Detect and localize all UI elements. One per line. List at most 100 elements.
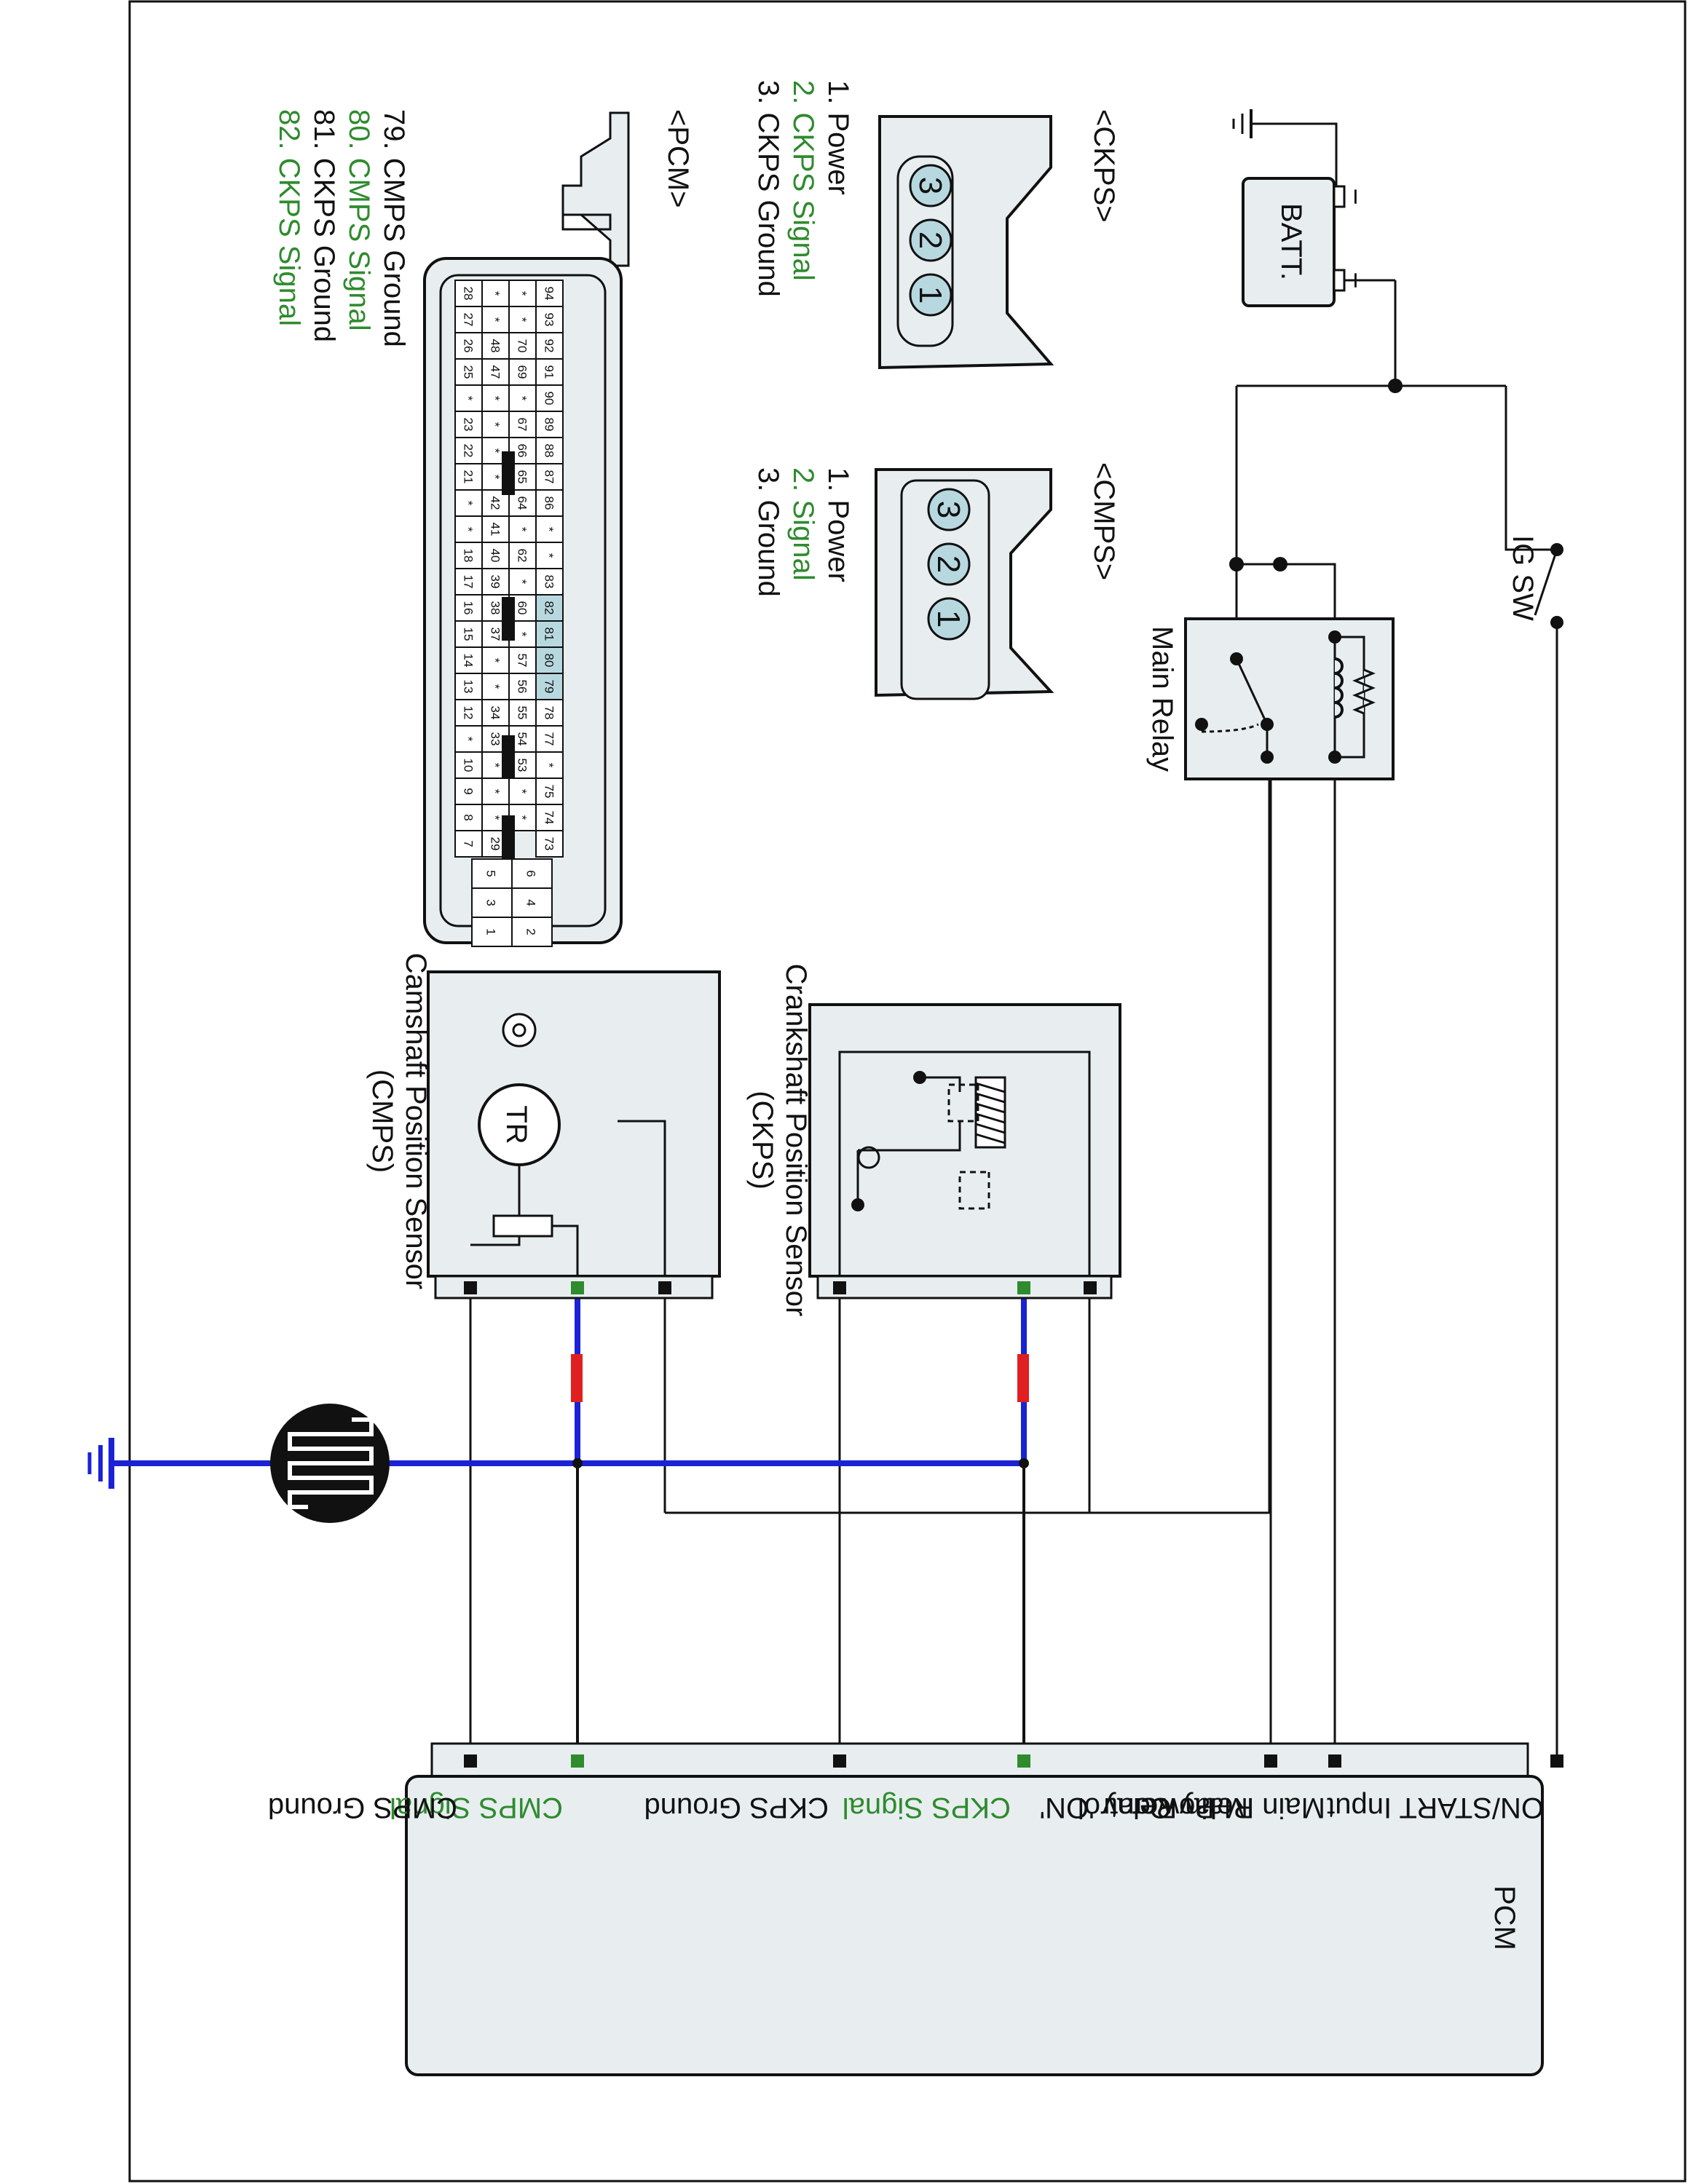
battery-plus-sign: + [1339,272,1371,288]
wires [469,122,1558,1762]
pcm-key-bar [502,735,515,779]
fuse-cmps-signal [571,1354,583,1402]
pcm-pin-cell-label: * [489,789,502,794]
cmps-internal-signal [552,1224,579,1276]
ckps-internal-loop [838,1051,1091,1276]
pcm-pin-cell [535,830,564,858]
pcm-body [405,1775,1544,2076]
pcm-pin-cell-label: 26 [462,339,476,353]
ig-switch[interactable]: IG SW [1507,535,1563,629]
pcm-input-ckps-ground: CKPS Ground [644,1792,829,1824]
ckps-connector-title: <CKPS> [1088,109,1120,223]
cmps-pin-1: 1. Power [822,467,854,582]
pcm-connector-face: <PCM> 949392919089888786**83828180797877… [423,109,694,947]
cmps-cavity-2: 2 [931,555,966,573]
pcm-pin-cell-label: 21 [462,470,476,484]
pcm-pin-cell-label: * [489,291,502,296]
cmps-cavity-tray [900,479,990,700]
pcm-pin-cell-label: 69 [516,365,529,379]
pcm-pins [464,1754,1563,1768]
rotated-drawing: − + BATT. IG SW [87,80,1563,2076]
ckps-node-a [913,1071,926,1084]
ckps-cavity-1: 1 [912,286,948,304]
pcm-input-relay-on-power-line2: Power [1132,1792,1215,1824]
pcm-pin-cell-label: 18 [462,549,476,563]
pcm-pin-cell-label: 42 [489,496,502,510]
pcm-pin-cell-label: * [489,763,502,768]
pcm-pin-cell-label: 7 [462,840,476,847]
pcm-pin-cell-label: * [489,422,502,427]
ig-switch-label: IG SW [1507,535,1539,621]
pcm-pin-cell-label: 54 [516,732,529,746]
pcm-pin-cell-label: * [462,527,476,532]
pcm-pin-cell-label: * [489,396,502,401]
pcm-title: PCM [1488,1886,1521,1950]
cmps-transistor-label: TR [500,1105,532,1144]
pcm-pin-82: 82. CKPS Signal [273,109,305,326]
pcm-pin-cell-label: 10 [462,759,476,772]
pcm-pin-cell-label: * [489,658,502,663]
pcm-input-on-start: ON/START Input [1327,1792,1544,1824]
cmps-connector-face: <CMPS> 3 2 1 1. Power 2. Signal 3. Groun… [752,462,1120,700]
pcm-pin-grid: 949392919089888786**83828180797877*75747… [454,280,564,947]
pcm-pin-cell-label: 89 [543,418,556,432]
pcm-pin-cell-label: 80 [543,654,556,668]
ckps-dashed-box-b [958,1171,990,1210]
pcm-pin-cell-label: 47 [489,365,502,379]
pcm-pin-cell-label: 91 [543,365,556,379]
relay-switch-blade [1235,658,1269,725]
cmps-pin-signal [571,1281,584,1294]
wire-batt-ground [1251,122,1338,197]
pcm-pin-cell-label: 57 [516,654,529,668]
pcm-pin-cell-label: * [516,815,529,820]
pcm-pin-cell-label: * [516,579,529,585]
cmps-cavity-3: 3 [931,501,966,518]
pcm-pin-cell-label: * [489,448,502,454]
pcm-module: PCM ON/START Input Main Relay Control Ma… [268,1742,1563,2076]
cmps-connector-title: <CMPS> [1088,462,1120,580]
pcm-connector-latch [561,111,630,267]
pcm-pin-cell-label: 60 [516,601,529,615]
pcm-pin-cell-label: 14 [462,654,476,668]
battery-ground-icon [1232,109,1253,138]
pcm-pin-cell-label: 34 [489,706,502,720]
pcm-power-cell-label: 4 [524,899,538,906]
cmps-sensor: TR Camshaft Position Sensor (CMPS) [366,953,721,1299]
ckps-magnet-icon [857,1146,880,1169]
pcm-pin-81: 81. CKPS Ground [308,109,340,342]
shield-emblem-icon [270,1404,390,1523]
pcm-pin-cell-label: * [543,553,556,558]
pcm-pin-cell-label: 81 [543,628,556,641]
pcm-input-cmps-ground: CMPS Ground [268,1792,457,1824]
ckps-coil-windings [975,1082,1006,1144]
pcm-pin-79: 79. CMPS Ground [378,109,410,347]
pcm-pin-cell-label: 17 [462,575,476,589]
pcm-pin-cell-label: 8 [462,814,476,820]
relay-terminals [1195,630,1341,764]
ckps-cavity-2: 2 [912,232,948,249]
battery-plus-terminal [1333,269,1346,292]
cmps-label-line2: (CMPS) [366,1069,398,1173]
ckps-sensor: Crankshaft Position Sensor (CKPS) [746,964,1121,1316]
cmps-internal-power [618,1120,666,1276]
pcm-pin-cell-label: * [462,396,476,401]
pcm-pin-cell-label: 82 [543,601,556,615]
pcm-pin-cell-label: * [489,684,502,689]
fuse-ckps-signal [1017,1354,1029,1402]
pcm-pin-cell-label: 48 [489,339,502,353]
ig-switch-blade [1534,549,1558,616]
pcm-pin-cell-label: 79 [543,680,556,694]
pcm-input-ckps-signal: CKPS Signal [843,1792,1011,1824]
pcm-pin-cell-label: 29 [489,837,502,851]
pcm-pin-cell-label: 93 [543,313,556,327]
signal-wires [111,1289,1027,1762]
pcm-pin-cell-label: 22 [462,444,476,458]
ckps-pin-signal [1017,1281,1030,1294]
pcm-pin-cell-label: 38 [489,601,502,615]
pcm-pin-80: 80. CMPS Signal [343,109,375,331]
pcm-connector-title: <PCM> [662,109,694,208]
pcm-pin-cell-label: 23 [462,418,476,432]
cmps-resistor-icon [492,1214,553,1238]
pcm-pin-cell-label: 37 [489,628,502,641]
pcm-pin-cell-label: 74 [543,811,556,825]
